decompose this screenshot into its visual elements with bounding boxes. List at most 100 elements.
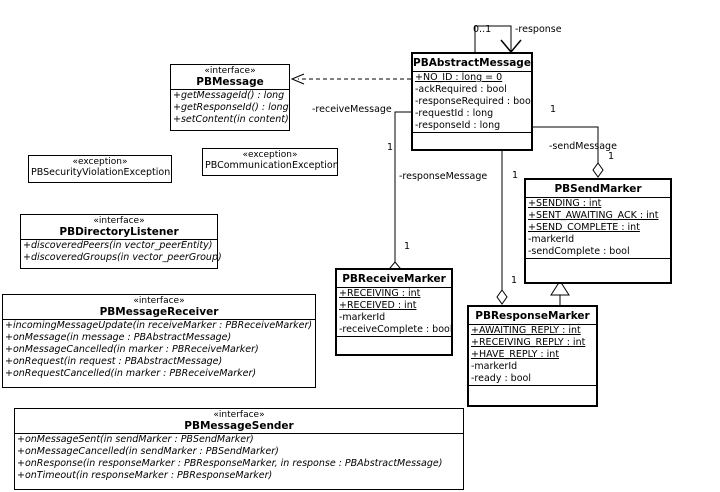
attribute: -receiveComplete : bool [339, 324, 453, 335]
operation: +onMessageSent(in sendMarker : PBSendMar… [17, 434, 254, 445]
class-pbmessagereceiver[interactable]: «interface» PBMessageReceiver +incomingM… [2, 294, 316, 388]
class-pbdirectorylistener[interactable]: «interface» PBDirectoryListener +discove… [20, 214, 222, 269]
self-multiplicity-label: 0..1 [473, 24, 492, 35]
attribute-section: +SENDING : int +SENT_AWAITING_ACK : int … [526, 197, 670, 258]
operation: +getMessageId() : long [173, 90, 285, 101]
operation: +onResponse(in responseMarker : PBRespon… [17, 458, 443, 469]
operation: +onMessageCancelled(in marker : PBReceiv… [5, 344, 259, 355]
send-aggregation-diamond [592, 162, 604, 178]
class-pbcommunicationexception[interactable]: «exception» PBCommunicationException [202, 148, 339, 176]
class-pbmessage[interactable]: «interface» PBMessage +getMessageId() : … [170, 64, 290, 131]
class-header: «interface» PBMessage [171, 65, 289, 89]
attribute: +AWAITING_REPLY : int [471, 325, 581, 336]
class-pbmessagesender[interactable]: «interface» PBMessageSender +onMessageSe… [14, 408, 464, 490]
attribute: -responseId : long [415, 120, 501, 131]
class-pbresponsemarker[interactable]: PBResponseMarker +AWAITING_REPLY : int +… [467, 305, 598, 407]
class-pbreceivemarker[interactable]: PBReceiveMarker +RECEIVING : int +RECEIV… [335, 268, 453, 356]
send-mult-top-label: 1 [550, 104, 557, 115]
class-name: PBReceiveMarker [342, 273, 446, 285]
class-header: PBAbstractMessage [413, 54, 531, 71]
receive-mult-bottom-label: 1 [404, 241, 411, 252]
receive-role-label: -receiveMessage [312, 104, 392, 115]
class-name: PBResponseMarker [475, 310, 590, 322]
class-pbsecurityviolationexception[interactable]: «exception» PBSecurityViolationException [28, 155, 172, 183]
class-name: PBDirectoryListener [59, 226, 179, 238]
operation: +getResponseId() : long [173, 102, 289, 113]
attribute: -markerId [471, 361, 518, 372]
operation: +onMessage(in message : PBAbstractMessag… [5, 332, 232, 343]
class-header: PBReceiveMarker [337, 270, 451, 287]
response-aggregation-diamond [496, 289, 508, 305]
attribute: +RECEIVED : int [339, 300, 417, 311]
attribute: -markerId [528, 234, 575, 245]
operation: +discoveredGroups(in vector_peerGroup) [23, 252, 222, 263]
attribute: +SENT_AWAITING_ACK : int [528, 210, 659, 221]
self-association-line [474, 25, 512, 52]
operation-section [337, 336, 451, 343]
receive-association-line [394, 111, 411, 262]
class-header: PBResponseMarker [469, 307, 596, 324]
operation-section: +incomingMessageUpdate(in receiveMarker … [3, 319, 315, 380]
operation-section [413, 132, 531, 139]
class-header: «interface» PBMessageSender [15, 409, 463, 433]
class-name: PBAbstractMessage [413, 57, 531, 69]
operation-section [469, 385, 596, 392]
class-header: «interface» PBDirectoryListener [21, 215, 217, 239]
stereotype-label: «exception» [72, 157, 128, 167]
attribute-section: +RECEIVING : int +RECEIVED : int -marker… [337, 287, 453, 336]
operation: +discoveredPeers(in vector_peerEntity) [23, 240, 213, 251]
class-header: «exception» PBCommunicationException [203, 149, 339, 172]
realization-arrowhead [290, 73, 305, 85]
class-pbabstractmessage[interactable]: PBAbstractMessage +NO_ID : long = 0 -ack… [411, 52, 533, 151]
attribute: -sendComplete : bool [528, 246, 630, 257]
attribute: +RECEIVING : int [339, 288, 421, 299]
attribute: -ackRequired : bool [415, 84, 507, 95]
operation: +onRequest(in request : PBAbstractMessag… [5, 356, 223, 367]
class-header: «interface» PBMessageReceiver [3, 295, 315, 319]
response-role-label: -responseMessage [399, 171, 488, 182]
operation: +onRequestCancelled(in marker : PBReceiv… [5, 368, 257, 379]
class-name: PBSendMarker [554, 183, 642, 195]
operation: +incomingMessageUpdate(in receiveMarker … [5, 320, 313, 331]
attribute-section: +AWAITING_REPLY : int +RECEIVING_REPLY :… [469, 324, 596, 385]
class-name: PBCommunicationException [205, 160, 339, 171]
attribute: -requestId : long [415, 108, 494, 119]
receive-mult-top-label: 1 [387, 142, 394, 153]
class-name: PBSecurityViolationException [31, 167, 171, 178]
send-mult-bottom-label: 1 [608, 151, 615, 162]
generalization-arrowhead [550, 280, 570, 296]
operation-section: +getMessageId() : long +getResponseId() … [171, 89, 289, 126]
attribute: +SEND_COMPLETE : int [528, 222, 640, 233]
operation: +onMessageCancelled(in sendMarker : PBSe… [17, 446, 279, 457]
operation: +onTimeout(in responseMarker : PBRespons… [17, 470, 273, 481]
stereotype-label: «interface» [133, 296, 185, 306]
attribute-section: +NO_ID : long = 0 -ackRequired : bool -r… [413, 71, 534, 132]
operation: +setContent(in content) [173, 114, 289, 125]
class-name: PBMessage [196, 76, 264, 88]
attribute: -markerId [339, 312, 386, 323]
attribute: +NO_ID : long = 0 [415, 72, 503, 83]
class-header: PBSendMarker [526, 180, 670, 197]
stereotype-label: «interface» [213, 410, 265, 420]
operation-section [526, 258, 670, 265]
response-mult-top-label: 1 [512, 170, 519, 181]
stereotype-label: «interface» [204, 66, 256, 76]
stereotype-label: «exception» [242, 150, 298, 160]
class-name: PBMessageSender [184, 420, 294, 432]
send-association-line [530, 126, 599, 163]
send-role-label: -sendMessage [549, 141, 617, 152]
class-pbsendmarker[interactable]: PBSendMarker +SENDING : int +SENT_AWAITI… [524, 178, 672, 284]
class-name: PBMessageReceiver [99, 306, 219, 318]
attribute: -responseRequired : bool [415, 96, 534, 107]
operation-section: +onMessageSent(in sendMarker : PBSendMar… [15, 433, 463, 482]
attribute: +RECEIVING_REPLY : int [471, 337, 586, 348]
class-header: «exception» PBSecurityViolationException [29, 156, 171, 179]
self-role-label: -response [515, 24, 562, 35]
attribute: -ready : bool [471, 373, 531, 384]
attribute: +SENDING : int [528, 198, 602, 209]
attribute: +HAVE_REPLY : int [471, 349, 560, 360]
response-mult-bottom-label: 1 [511, 275, 518, 286]
operation-section: +discoveredPeers(in vector_peerEntity) +… [21, 239, 222, 264]
stereotype-label: «interface» [93, 216, 145, 226]
